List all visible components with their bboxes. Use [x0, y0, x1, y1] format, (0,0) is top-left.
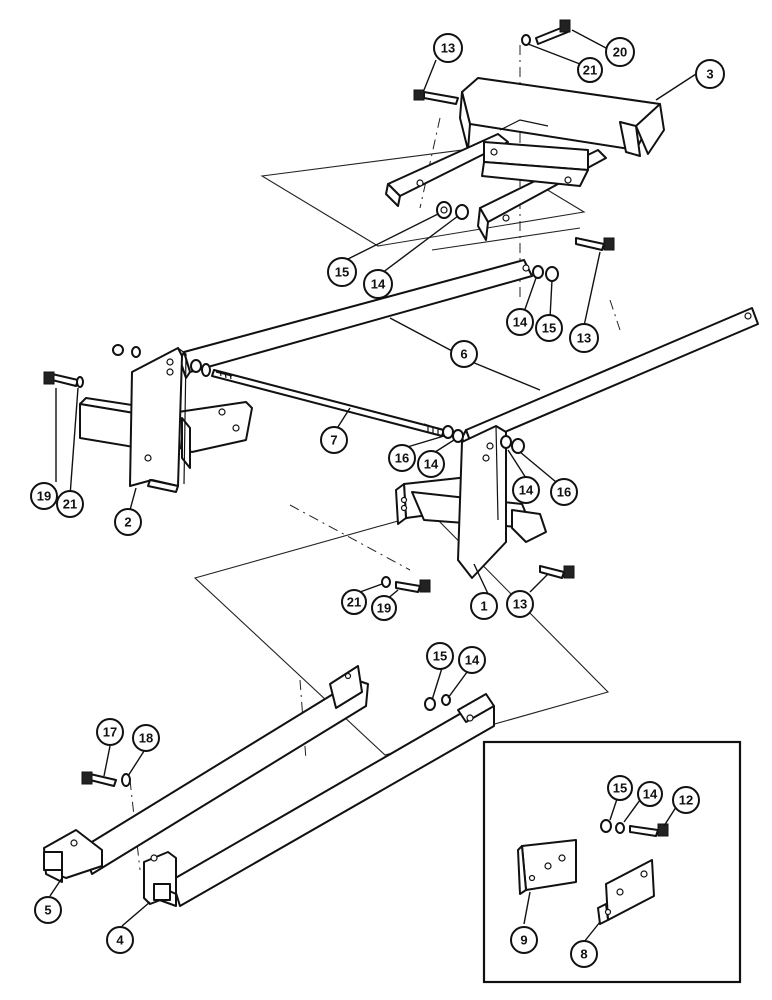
callout-19-low: 19 [377, 601, 391, 616]
part-4-front-channel [143, 693, 495, 907]
callout-5: 5 [44, 903, 51, 918]
callout-19-left: 19 [37, 489, 51, 504]
part-5-rear-channel [43, 665, 369, 883]
part-1-right-bracket [395, 425, 547, 579]
bolt-20 [535, 19, 571, 45]
callout-13-mid: 13 [577, 331, 591, 346]
callout-15-upper: 15 [335, 265, 349, 280]
callout-13-top: 13 [441, 41, 455, 56]
bolt-12 [629, 823, 669, 837]
callout-14-bracket: 14 [519, 483, 534, 498]
callout-3: 3 [706, 67, 713, 82]
callout-21-top: 21 [583, 63, 597, 78]
part-2-left-bracket [79, 347, 253, 493]
bolt-13-low [539, 565, 575, 579]
callout-balloons [30, 33, 725, 968]
part-3-top-bracket [385, 77, 665, 241]
bolt-13-top [413, 89, 459, 105]
part-6-tube-lower [461, 307, 759, 453]
callout-8: 8 [580, 947, 587, 962]
callout-14-rod: 14 [424, 457, 439, 472]
callout-15-inset: 15 [613, 781, 627, 796]
callout-labels: 13 20 21 3 15 14 13 14 15 6 7 16 14 14 1… [37, 41, 714, 962]
callout-1: 1 [480, 599, 487, 614]
part-9-plate [517, 839, 577, 895]
callout-14-low: 14 [465, 653, 480, 668]
callout-16-left: 16 [395, 451, 409, 466]
callout-13-low: 13 [513, 597, 527, 612]
leader-lines [49, 29, 697, 943]
bolt-19-low [395, 579, 431, 593]
bolt-13-mid [575, 237, 615, 251]
callout-21-low: 21 [347, 595, 361, 610]
inset-box [482, 740, 742, 984]
callout-7: 7 [330, 433, 337, 448]
callout-15-low: 15 [433, 649, 447, 664]
part-8-plate [597, 859, 655, 925]
callout-4: 4 [116, 933, 124, 948]
callout-2: 2 [124, 515, 131, 530]
callout-21-left: 21 [63, 497, 77, 512]
callout-18: 18 [139, 731, 153, 746]
callout-16-right: 16 [557, 485, 571, 500]
callout-14-upper: 14 [371, 277, 386, 292]
callout-9: 9 [520, 933, 527, 948]
callout-6: 6 [460, 347, 467, 362]
bolt-19-left [43, 371, 79, 387]
callout-15-mid: 15 [542, 321, 556, 336]
bolt-17 [81, 771, 117, 787]
callout-14-inset: 14 [643, 787, 658, 802]
part-6-tube-upper [179, 259, 533, 379]
callout-14-mid: 14 [513, 315, 528, 330]
projection-planes [193, 147, 610, 756]
callout-17: 17 [103, 725, 117, 740]
callout-12: 12 [679, 793, 693, 808]
callout-20: 20 [613, 45, 627, 60]
